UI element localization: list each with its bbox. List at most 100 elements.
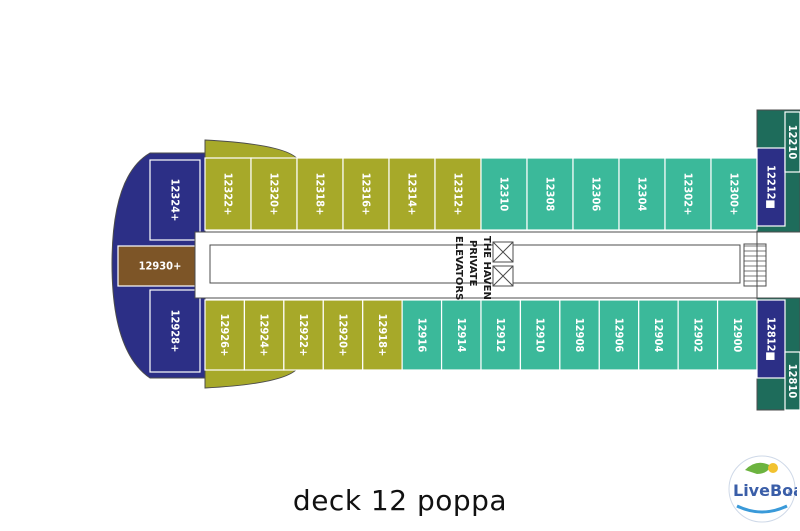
cabin-fill bbox=[204, 299, 246, 371]
cabin-fill bbox=[342, 157, 390, 231]
cabin-number: 12904 bbox=[652, 318, 665, 353]
elevators-label-line-2: PRIVATE bbox=[467, 240, 478, 287]
cabin-number: 12300+ bbox=[728, 173, 741, 216]
elevator-cross-1 bbox=[492, 241, 514, 263]
cabin-12904[interactable]: 12904 bbox=[638, 299, 679, 371]
cabin-fill bbox=[756, 147, 786, 227]
cabin-fill bbox=[480, 157, 528, 231]
cabin-number: 12902 bbox=[691, 318, 704, 353]
cabin-number: 12812■ bbox=[765, 317, 778, 361]
cabin-number: 12316+ bbox=[360, 173, 373, 216]
cabin-12302[interactable]: 12302+ bbox=[664, 157, 712, 231]
cabin-12312[interactable]: 12312+ bbox=[434, 157, 482, 231]
cabin-number: 12928+ bbox=[169, 310, 182, 353]
cabin-12900[interactable]: 12900 bbox=[716, 299, 758, 371]
cabin-12918[interactable]: 12918+ bbox=[362, 299, 403, 371]
cabin-12920[interactable]: 12920+ bbox=[322, 299, 364, 371]
cabin-number: 12302+ bbox=[682, 173, 695, 216]
cabin-number: 12922+ bbox=[297, 314, 310, 357]
cabin-number: 12310 bbox=[498, 177, 511, 212]
cabin-12306[interactable]: 12306 bbox=[572, 157, 620, 231]
cabin-fill bbox=[204, 157, 252, 231]
cabin-12912[interactable]: 12912 bbox=[480, 299, 522, 371]
haven-private-elevators: THE HAVEN PRIVATE ELEVATORS bbox=[453, 236, 492, 300]
cabin-fill bbox=[784, 351, 800, 411]
cabin-fill bbox=[710, 157, 758, 231]
cabin-fill bbox=[283, 299, 324, 371]
cabin-12320[interactable]: 12320+ bbox=[250, 157, 298, 231]
cabin-fill bbox=[664, 157, 712, 231]
cabin-number: 12810 bbox=[786, 364, 799, 399]
cabin-number: 12930+ bbox=[139, 260, 182, 273]
cabin-12212[interactable]: 12212■ bbox=[756, 147, 786, 227]
cabin-12916[interactable]: 12916 bbox=[401, 299, 443, 371]
cabin-fill bbox=[677, 299, 719, 371]
logo-text: LiveBoat bbox=[733, 481, 797, 500]
cabin-number: 12906 bbox=[613, 318, 626, 353]
cabin-12210[interactable]: 12210 bbox=[784, 111, 800, 173]
cabin-number: 12924+ bbox=[258, 314, 271, 357]
cabin-fill bbox=[362, 299, 403, 371]
elevators-label-line-1: THE HAVEN bbox=[481, 236, 492, 300]
cabin-12930[interactable]: 12930+ bbox=[117, 245, 203, 287]
cabin-12308[interactable]: 12308 bbox=[526, 157, 574, 231]
cabin-12908[interactable]: 12908 bbox=[559, 299, 600, 371]
cabin-fill bbox=[440, 299, 482, 371]
cabin-fill bbox=[401, 299, 443, 371]
cabin-number: 12308 bbox=[544, 177, 557, 212]
corridor bbox=[194, 231, 767, 299]
cabin-fill bbox=[526, 157, 574, 231]
cabin-fill bbox=[480, 299, 522, 371]
cabin-number: 12912 bbox=[494, 318, 507, 353]
cabin-12322[interactable]: 12322+ bbox=[204, 157, 252, 231]
cabin-12924[interactable]: 12924+ bbox=[243, 299, 285, 371]
cabin-12928[interactable]: 12928+ bbox=[149, 289, 201, 373]
cabin-12906[interactable]: 12906 bbox=[598, 299, 640, 371]
cabin-number: 12304 bbox=[636, 177, 649, 212]
cabin-fill bbox=[149, 159, 201, 241]
cabin-number: 12314+ bbox=[406, 173, 419, 216]
cabin-fill bbox=[149, 289, 201, 373]
cabin-fill bbox=[250, 157, 298, 231]
cabin-12914[interactable]: 12914 bbox=[440, 299, 482, 371]
cabin-number: 12910 bbox=[534, 318, 547, 353]
deck-caption: deck 12 poppa bbox=[292, 484, 508, 517]
cabin-12812[interactable]: 12812■ bbox=[756, 299, 786, 379]
logo-suffix: .it bbox=[785, 490, 792, 498]
cabin-12300[interactable]: 12300+ bbox=[710, 157, 758, 231]
cabin-number: 12926+ bbox=[218, 314, 231, 357]
corridor-outline bbox=[194, 231, 758, 299]
cabin-12910[interactable]: 12910 bbox=[519, 299, 561, 371]
cabin-12324[interactable]: 12324+ bbox=[149, 159, 201, 241]
cabin-12902[interactable]: 12902 bbox=[677, 299, 719, 371]
cabin-12310[interactable]: 12310 bbox=[480, 157, 528, 231]
cabin-fill bbox=[296, 157, 344, 231]
cabin-number: 12916 bbox=[415, 318, 428, 353]
cabin-number: 12210 bbox=[786, 125, 799, 160]
cabin-fill bbox=[756, 299, 786, 379]
cabin-group: 12322+ 12320+ 12318+ 12316+ 12314+ 12312+ 1231… bbox=[117, 111, 800, 411]
cabin-number: 12908 bbox=[573, 318, 586, 353]
cabin-12922[interactable]: 12922+ bbox=[283, 299, 324, 371]
liveboat-logo: LiveBoat .it bbox=[728, 455, 797, 523]
cabin-12810[interactable]: 12810 bbox=[784, 351, 800, 411]
cabin-number: 12320+ bbox=[268, 173, 281, 216]
cabin-number: 12900 bbox=[731, 318, 744, 353]
cabin-number: 12324+ bbox=[169, 179, 182, 222]
cabin-fill bbox=[572, 157, 620, 231]
cabin-number: 12914 bbox=[455, 318, 468, 353]
cabin-fill bbox=[243, 299, 285, 371]
cabin-12316[interactable]: 12316+ bbox=[342, 157, 390, 231]
cabin-number: 12918+ bbox=[376, 314, 389, 357]
cabin-12926[interactable]: 12926+ bbox=[204, 299, 246, 371]
cabin-12304[interactable]: 12304 bbox=[618, 157, 666, 231]
cabin-number: 12920+ bbox=[337, 314, 350, 357]
cabin-fill bbox=[559, 299, 600, 371]
elevator-cross-2 bbox=[492, 265, 514, 287]
cabin-fill bbox=[638, 299, 679, 371]
cabin-12318[interactable]: 12318+ bbox=[296, 157, 344, 231]
cabin-number: 12306 bbox=[590, 177, 603, 212]
cabin-fill bbox=[784, 111, 800, 173]
cabin-12314[interactable]: 12314+ bbox=[388, 157, 436, 231]
